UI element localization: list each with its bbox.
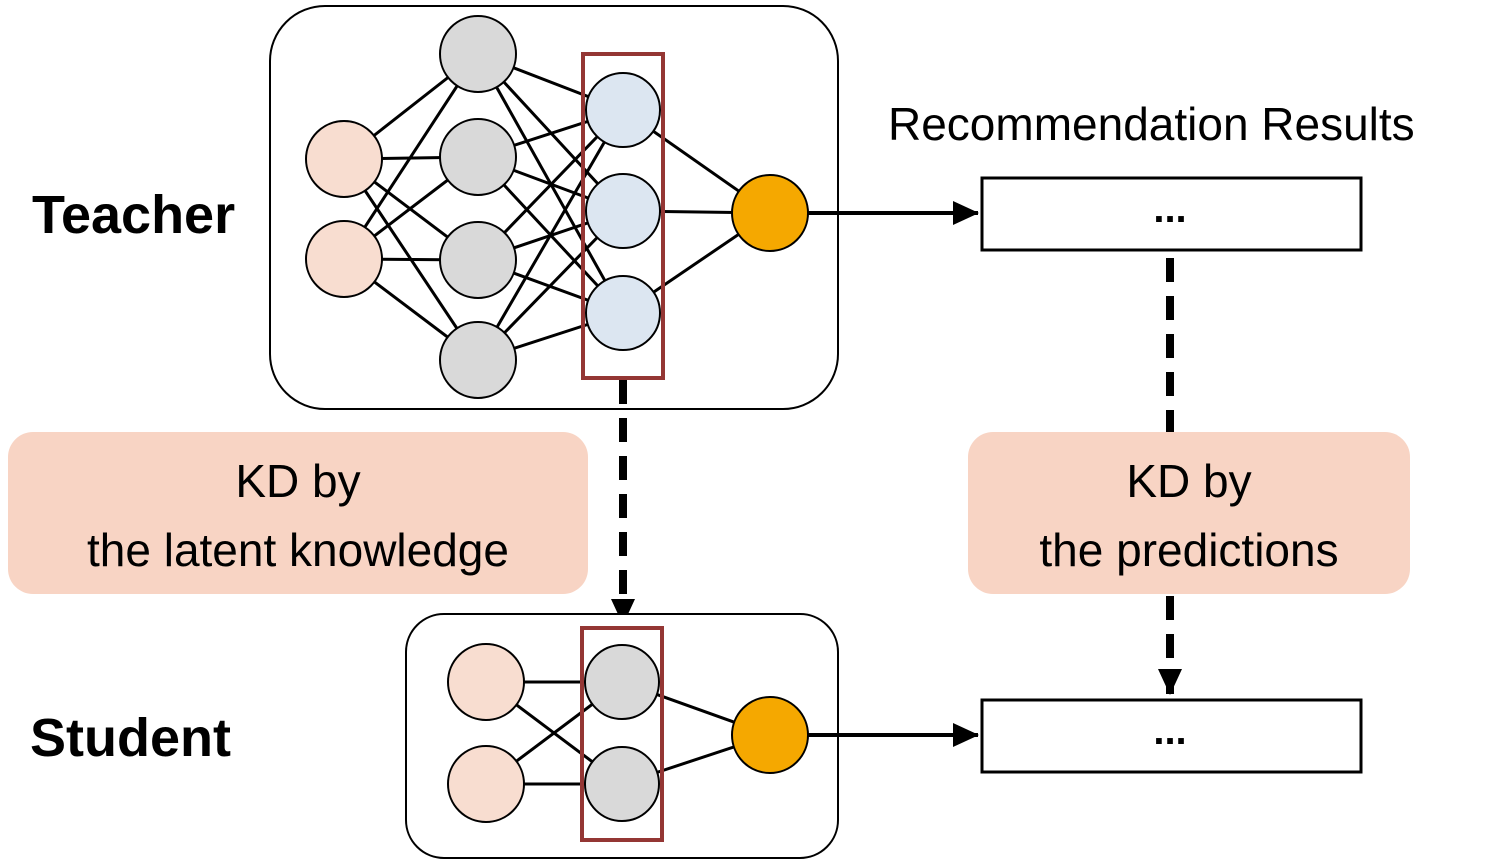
teacher-result-box [980, 176, 1363, 252]
teacher-hidden-node-3 [439, 221, 517, 299]
kd-latent-box [8, 432, 588, 594]
teacher-input-node-1 [305, 120, 383, 198]
teacher-output-node [731, 174, 809, 252]
teacher-latent-highlight [581, 52, 665, 380]
recommendation-results-label: Recommendation Results [888, 98, 1415, 150]
teacher-result-text: ... [1153, 187, 1186, 231]
kd-latent-line2: the latent knowledge [87, 524, 509, 576]
teacher-latent-node-1 [585, 72, 661, 148]
student-result-box [980, 698, 1363, 774]
teacher-hidden-node-1 [439, 15, 517, 93]
student-label: Student [30, 708, 231, 768]
student-latent-node-2 [584, 746, 660, 822]
student-latent-highlight [580, 626, 664, 842]
kd-predictions-box [968, 432, 1410, 594]
teacher-hidden-node-2 [439, 118, 517, 196]
teacher-label: Teacher [32, 185, 235, 245]
student-input-node-2 [447, 745, 525, 823]
teacher-hidden-node-4 [439, 321, 517, 399]
student-latent-node-1 [584, 644, 660, 720]
kd-predictions-line1: KD by [1126, 455, 1251, 507]
student-input-node-1 [447, 643, 525, 721]
teacher-latent-node-3 [585, 275, 661, 351]
student-output-node [731, 696, 809, 774]
teacher-latent-node-2 [585, 173, 661, 249]
teacher-input-node-2 [305, 220, 383, 298]
student-result-text: ... [1153, 709, 1186, 753]
kd-latent-line1: KD by [235, 455, 360, 507]
kd-predictions-line2: the predictions [1039, 524, 1338, 576]
